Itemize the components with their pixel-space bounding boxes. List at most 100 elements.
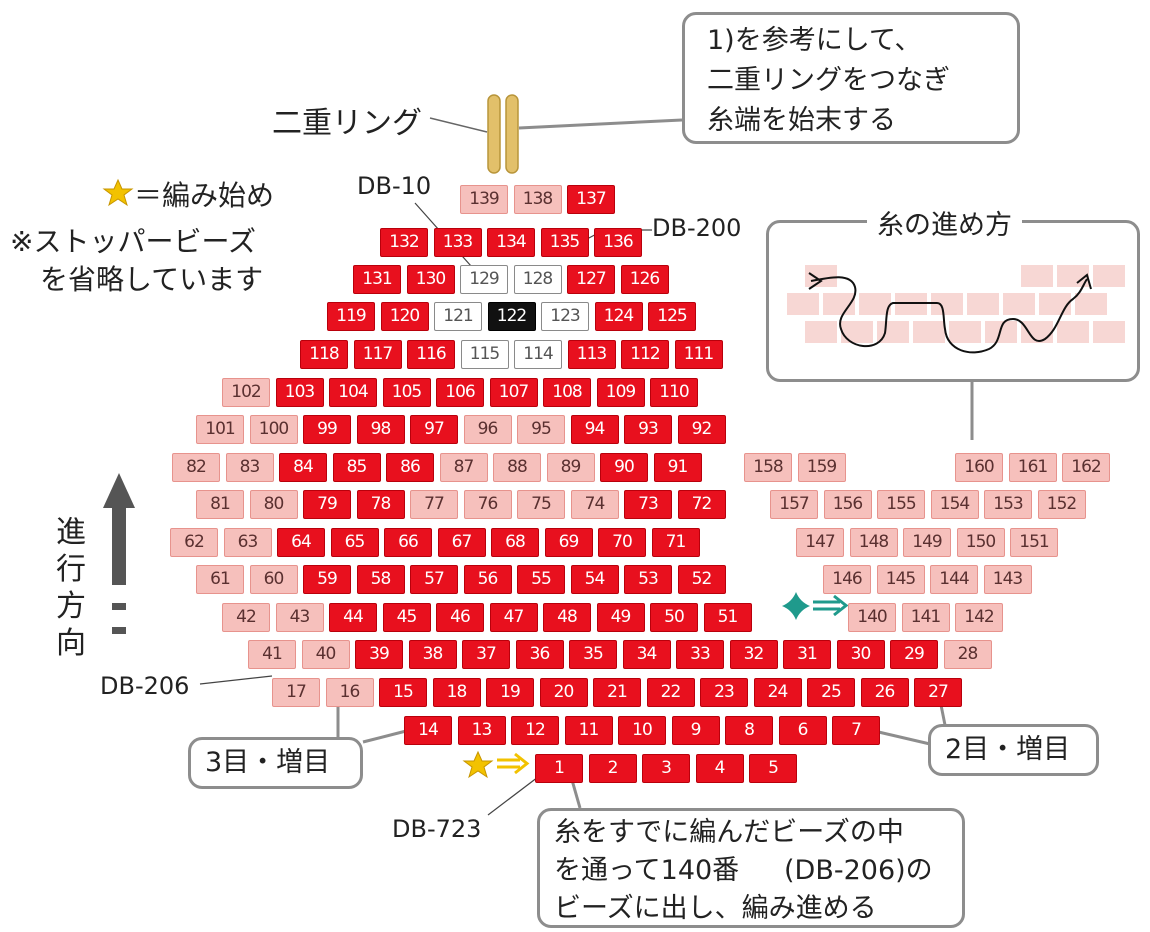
bead-101: 101 bbox=[196, 415, 244, 444]
bead-46: 46 bbox=[436, 603, 484, 632]
bead-55: 55 bbox=[517, 565, 565, 594]
bead-81: 81 bbox=[196, 490, 244, 519]
callout-bottom-line-3: ビーズに出し、編み進める bbox=[554, 893, 877, 924]
bead-128: 128 bbox=[513, 265, 562, 294]
bead-131: 131 bbox=[353, 265, 401, 294]
bead-47: 47 bbox=[489, 603, 538, 632]
bead-39: 39 bbox=[355, 640, 403, 669]
bead-161: 161 bbox=[1008, 453, 1057, 482]
box-3-increase: 3目・増目 bbox=[188, 737, 363, 789]
bead-84: 84 bbox=[279, 453, 327, 482]
bead-87: 87 bbox=[439, 453, 488, 482]
teal-arrow-icon bbox=[813, 594, 849, 617]
bead-80: 80 bbox=[249, 490, 298, 519]
bead-153: 153 bbox=[984, 490, 1032, 519]
bead-67: 67 bbox=[437, 528, 486, 557]
bead-35: 35 bbox=[569, 640, 617, 669]
bead-86: 86 bbox=[386, 453, 434, 482]
bead-74: 74 bbox=[570, 490, 619, 519]
bead-72: 72 bbox=[677, 490, 726, 519]
start-arrow-icon bbox=[497, 752, 530, 775]
bead-82: 82 bbox=[172, 453, 220, 482]
bead-56: 56 bbox=[463, 565, 512, 594]
bead-32: 32 bbox=[729, 640, 778, 669]
bead-129: 129 bbox=[460, 265, 508, 294]
bead-51: 51 bbox=[703, 603, 752, 632]
bead-37: 37 bbox=[462, 640, 510, 669]
bead-159: 159 bbox=[797, 453, 846, 482]
bead-110: 110 bbox=[650, 378, 698, 407]
bead-97: 97 bbox=[410, 415, 458, 444]
bead-89: 89 bbox=[546, 453, 595, 482]
direction-char-4: 向 bbox=[56, 626, 86, 661]
bead-133: 133 bbox=[433, 228, 482, 257]
bead-137: 137 bbox=[567, 185, 615, 214]
bead-9: 9 bbox=[671, 716, 720, 745]
direction-char-3: 方 bbox=[56, 589, 86, 624]
bead-95: 95 bbox=[517, 415, 565, 444]
bead-61: 61 bbox=[196, 565, 244, 594]
callout-bottom-line-1: 糸をすでに編んだビーズの中 bbox=[554, 817, 904, 848]
bead-122: 122 bbox=[487, 302, 536, 331]
bead-70: 70 bbox=[598, 528, 646, 557]
bead-157: 157 bbox=[770, 490, 818, 519]
bead-68: 68 bbox=[491, 528, 539, 557]
bead-91: 91 bbox=[653, 453, 702, 482]
bead-143: 143 bbox=[983, 565, 1032, 594]
bead-113: 113 bbox=[567, 340, 616, 369]
bead-11: 11 bbox=[564, 716, 613, 745]
thread-path-illustration bbox=[787, 265, 1125, 354]
bead-126: 126 bbox=[620, 265, 669, 294]
bead-88: 88 bbox=[493, 453, 541, 482]
bead-58: 58 bbox=[356, 565, 405, 594]
bead-13: 13 bbox=[457, 716, 506, 745]
bead-134: 134 bbox=[487, 228, 535, 257]
bead-26: 26 bbox=[860, 678, 909, 707]
bead-3: 3 bbox=[642, 754, 690, 783]
bead-5: 5 bbox=[749, 754, 797, 783]
callout-bottom-line-2a: を通って140番 bbox=[554, 855, 740, 886]
bead-8: 8 bbox=[725, 716, 773, 745]
bead-127: 127 bbox=[567, 265, 615, 294]
bead-139: 139 bbox=[460, 185, 508, 214]
bead-119: 119 bbox=[327, 302, 375, 331]
box-2-increase: 2目・増目 bbox=[928, 724, 1099, 776]
direction-char-1: 進 bbox=[56, 515, 86, 550]
bead-50: 50 bbox=[650, 603, 698, 632]
bead-42: 42 bbox=[222, 603, 270, 632]
bead-151: 151 bbox=[1010, 528, 1058, 557]
direction-arrow-icon bbox=[103, 473, 135, 634]
bead-102: 102 bbox=[222, 378, 270, 407]
bead-62: 62 bbox=[170, 528, 218, 557]
bead-30: 30 bbox=[836, 640, 885, 669]
bead-105: 105 bbox=[382, 378, 431, 407]
bead-23: 23 bbox=[700, 678, 748, 707]
bead-75: 75 bbox=[517, 490, 565, 519]
db200-label: DB-200 bbox=[652, 214, 742, 242]
bead-25: 25 bbox=[807, 678, 855, 707]
bead-83: 83 bbox=[225, 453, 274, 482]
bead-4: 4 bbox=[695, 754, 744, 783]
bead-108: 108 bbox=[543, 378, 591, 407]
bead-162: 162 bbox=[1062, 453, 1110, 482]
bead-7: 7 bbox=[832, 716, 880, 745]
bead-149: 149 bbox=[903, 528, 951, 557]
bead-99: 99 bbox=[303, 415, 351, 444]
bead-40: 40 bbox=[301, 640, 350, 669]
bead-43: 43 bbox=[275, 603, 324, 632]
bead-33: 33 bbox=[676, 640, 724, 669]
callout-bottom-line-2b: (DB-206)の bbox=[784, 855, 933, 886]
bead-29: 29 bbox=[890, 640, 938, 669]
bead-38: 38 bbox=[408, 640, 457, 669]
bead-65: 65 bbox=[330, 528, 379, 557]
bead-115: 115 bbox=[460, 340, 509, 369]
bead-158: 158 bbox=[744, 453, 792, 482]
bead-69: 69 bbox=[544, 528, 593, 557]
bead-135: 135 bbox=[540, 228, 589, 257]
callout-bottom-box: 糸をすでに編んだビーズの中 を通って140番 (DB-206)の ビーズに出し、… bbox=[537, 808, 965, 928]
bead-154: 154 bbox=[930, 490, 979, 519]
bead-53: 53 bbox=[624, 565, 672, 594]
bead-52: 52 bbox=[677, 565, 726, 594]
